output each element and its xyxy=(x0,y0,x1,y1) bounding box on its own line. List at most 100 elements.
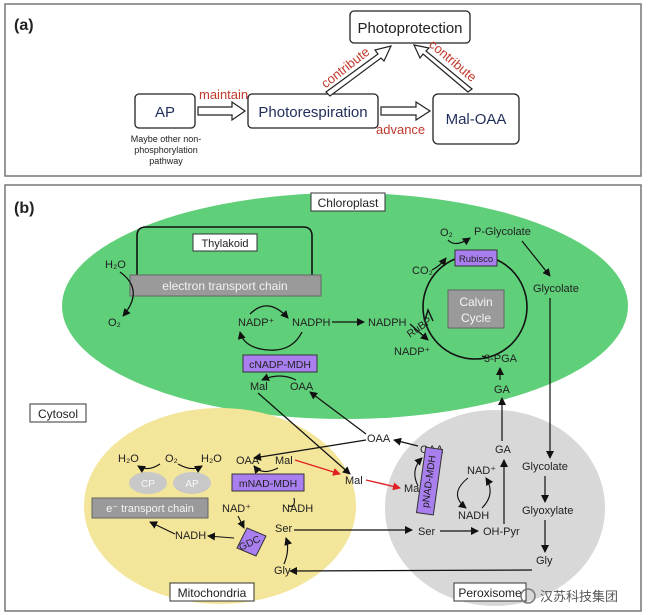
cytosol-label-box xyxy=(29,403,87,423)
perox-gly: Gly xyxy=(536,555,553,567)
cp-oval xyxy=(129,472,167,494)
etc-label: electron transport chain xyxy=(162,279,287,293)
mito-nadh: NADH xyxy=(282,503,313,515)
peroxisome-label-box xyxy=(453,582,527,602)
watermark-logo xyxy=(520,588,536,604)
pnad-mdh-box xyxy=(415,446,444,516)
calvin-cycle-head xyxy=(424,308,434,322)
gdc-to-nadh-arrow xyxy=(207,532,235,541)
mito-mal: Mal xyxy=(275,455,293,467)
gly-to-mito-arrow xyxy=(289,566,533,575)
cnadp-mdh-label: cNADP-MDH xyxy=(249,359,311,371)
perox-mal: Mal xyxy=(404,483,422,495)
chloroplast-label-box xyxy=(310,192,386,212)
photorespiration-box xyxy=(247,93,379,129)
nadp-plus2-label: NADP⁺ xyxy=(394,346,431,358)
chloroplast-label: Chloroplast xyxy=(318,196,379,210)
cytosol-oaa-to-chloro-arrow xyxy=(309,391,367,435)
o2-to-pglycolate-arrow xyxy=(447,237,471,246)
glycolate-label: Glycolate xyxy=(533,283,579,295)
cytosol-mal-label: Mal xyxy=(345,475,363,487)
ap-label: AP xyxy=(155,104,175,121)
cnadp-mdh-box xyxy=(242,354,318,373)
nadp-reduce-arrow xyxy=(249,305,289,319)
o2-label: O₂ xyxy=(108,317,121,329)
perox-nadh: NADH xyxy=(458,510,489,522)
mnad-mdh-box xyxy=(231,473,305,492)
rubisco-box xyxy=(454,249,498,267)
perox-glyoxylate: Glyoxylate xyxy=(522,505,573,517)
mito-nadh-arrow xyxy=(287,497,295,507)
cytosol-oaa-label: OAA xyxy=(367,433,391,445)
oaa-to-mal-curve xyxy=(261,373,297,381)
mito-mal-to-oaa-arrow xyxy=(253,465,279,474)
mito-o2: O₂ xyxy=(165,453,178,465)
calvin-line-2: Cycle xyxy=(461,311,491,325)
panel-b-label: (b) xyxy=(14,200,34,217)
gdc-diamond xyxy=(236,527,267,557)
nad-to-gdc-arrow xyxy=(237,515,245,529)
mal-oaa-label: Mal-OAA xyxy=(446,111,507,128)
maintain-arrow xyxy=(197,100,247,122)
nadph-to-calvin-arrow xyxy=(409,323,429,341)
perox-glycolate: Glycolate xyxy=(522,461,568,473)
chloro-mal-to-cytosol-arrow xyxy=(257,392,351,475)
chloro-mal-label: Mal xyxy=(250,381,268,393)
ap-oval-label: AP xyxy=(185,479,199,490)
mito-h2o-left: H₂O xyxy=(118,453,139,465)
note-line-3: pathway xyxy=(149,156,183,166)
mitochondria-label-box xyxy=(169,582,255,602)
contribute-right-arrow xyxy=(412,44,473,93)
thylakoid-label: Thylakoid xyxy=(201,238,248,250)
panel-a-frame xyxy=(4,3,642,177)
mitochondria-ellipse xyxy=(84,408,356,604)
h2o-label: H₂O xyxy=(105,259,126,271)
perox-nadh-cycle-arrow xyxy=(456,477,469,509)
cp-label: CP xyxy=(141,479,155,490)
maintain-label: maintain xyxy=(199,87,248,102)
contribute-left-arrow xyxy=(325,45,393,97)
cytosol-oaa-to-mito-arrow xyxy=(253,439,367,461)
cytosol-label: Cytosol xyxy=(38,407,78,421)
advance-arrow xyxy=(380,100,432,122)
pga-to-cycle-arrow xyxy=(481,355,489,359)
perox-oaa-to-cytosol-arrow xyxy=(393,437,419,447)
chloro-oaa-label: OAA xyxy=(290,381,314,393)
mitochondria-label: Mitochondria xyxy=(178,586,247,600)
etc-box xyxy=(129,274,322,297)
mito-mal-to-cytosol-red-arrow xyxy=(294,459,341,476)
mito-gly: Gly xyxy=(274,565,291,577)
thylakoid-membrane xyxy=(136,226,313,276)
mito-h2o-right: H₂O xyxy=(201,453,222,465)
ga-chloro-label: GA xyxy=(494,384,511,396)
o2-top-label: O₂ xyxy=(440,227,453,239)
gly-to-ser-arrow xyxy=(283,537,293,565)
watermark: 汉苏科技集团 xyxy=(520,588,618,604)
mito-nad-plus: NAD⁺ xyxy=(222,503,251,515)
panel-a-label: (a) xyxy=(14,17,34,34)
mito-water-arrow-right xyxy=(177,463,203,474)
perox-nadh-to-nad-arrow xyxy=(481,477,494,509)
calvin-line-1: Calvin xyxy=(459,295,492,309)
co2-label: CO₂ xyxy=(412,265,433,277)
nadh-to-etc-arrow xyxy=(149,521,176,535)
ap-oval xyxy=(173,472,211,494)
nadph-label: NADPH xyxy=(292,317,331,329)
rubisco-label: Rubisco xyxy=(459,254,493,265)
nadp-plus-label: NADP⁺ xyxy=(238,317,275,329)
watermark-text: 汉苏科技集团 xyxy=(540,589,618,604)
perox-oh-pyr: OH-Pyr xyxy=(483,526,520,538)
mito-oaa: OAA xyxy=(236,455,260,467)
photoprotection-box xyxy=(349,10,471,44)
mnad-mdh-label: mNAD-MDH xyxy=(239,478,297,490)
co2-fixation-arrow xyxy=(431,257,447,271)
perox-mal-to-oaa-arrow xyxy=(414,457,423,487)
nadph2-label: NADPH xyxy=(368,317,407,329)
mito-etc-label: e⁻ transport chain xyxy=(106,503,194,515)
perox-ga: GA xyxy=(495,444,512,456)
pga-label: 3-PGA xyxy=(484,353,518,365)
peroxisome-label: Peroxisome xyxy=(458,586,522,600)
calvin-box xyxy=(447,289,505,329)
mito-nadh2: NADH xyxy=(175,530,206,542)
